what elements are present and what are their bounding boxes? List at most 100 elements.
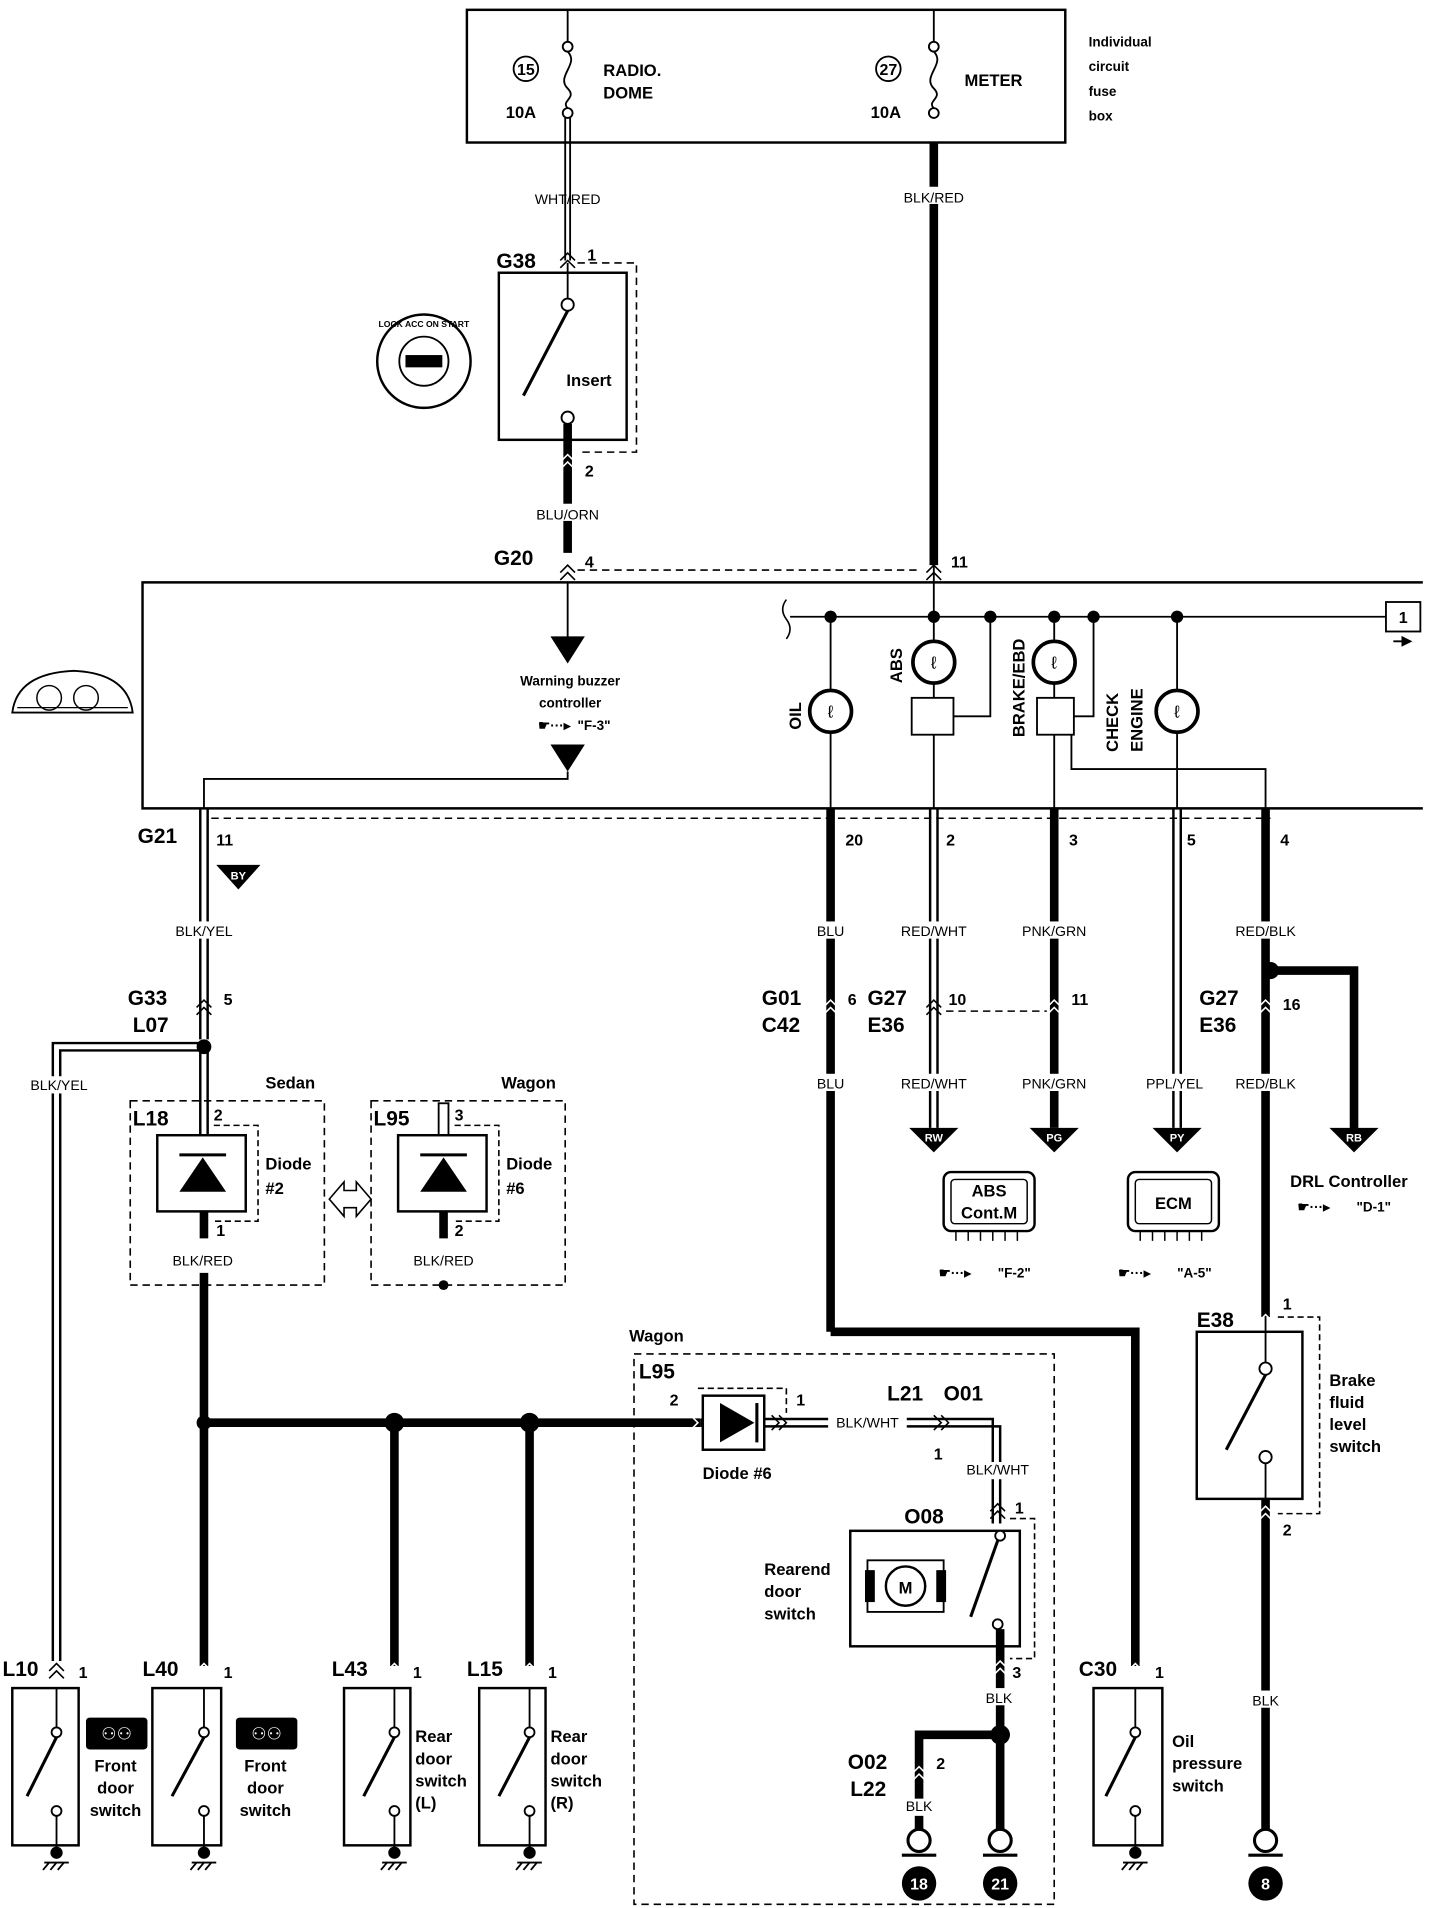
pin-l40-1: 1 <box>224 1665 233 1682</box>
pin-l95-2: 2 <box>455 1223 464 1240</box>
pin-g38-1: 1 <box>587 247 596 264</box>
fuse-box: 15 10A RADIO. DOME 27 10A METER Individu… <box>465 8 1152 144</box>
fuse-radio-rating: 10A <box>506 103 536 122</box>
fuse-radio-number: 15 <box>517 62 535 79</box>
connector-l21: L21 <box>887 1383 923 1406</box>
pin-g01-6: 6 <box>848 992 857 1009</box>
ground-8-label: 8 <box>1261 1877 1270 1894</box>
pin-g21-2: 2 <box>946 832 955 849</box>
fuse-box-label-2: circuit <box>1089 59 1130 74</box>
switch-l43: L43 1 Rear door switch (L) <box>332 1658 467 1871</box>
switch-l10: L10 1 ⚇⚇ Front door switch <box>2 1658 148 1871</box>
pin-g20-11: 11 <box>951 555 968 572</box>
switch-l40: L40 1 ⚇⚇ Front door switch <box>143 1658 298 1871</box>
pin-g21-4: 4 <box>1280 832 1289 849</box>
abs-label-1: ABS <box>972 1182 1007 1201</box>
lamp-oil-label: OIL <box>786 702 805 730</box>
wire-label-wht-red: WHT/RED <box>535 191 601 207</box>
svg-text:ℓ: ℓ <box>827 701 834 721</box>
svg-text:☛···▸: ☛···▸ <box>939 1266 973 1281</box>
svg-text:☛···▸: ☛···▸ <box>1118 1266 1152 1281</box>
l15-label-3: switch <box>550 1771 602 1790</box>
ground-21: 21 <box>982 1827 1018 1901</box>
fuse-box-label-1: Individual <box>1089 35 1152 50</box>
connector-c42: C42 <box>762 1014 800 1037</box>
buzzer-label-2: controller <box>539 696 602 711</box>
pin-g21-11: 11 <box>216 832 233 849</box>
wire-label-blk-red-l95: BLK/RED <box>413 1252 473 1268</box>
ground-18-label: 18 <box>910 1877 928 1894</box>
rearend-label-1: Rearend <box>764 1560 830 1579</box>
wire-label-ppl-yel: PPL/YEL <box>1146 1076 1203 1092</box>
pin-l95d-2: 2 <box>670 1393 679 1410</box>
wire-label-red-blk-2: RED/BLK <box>1235 1076 1296 1092</box>
rearend-label-3: switch <box>764 1604 816 1623</box>
check-engine-lamp: ℓ CHECK ENGINE <box>1103 616 1200 809</box>
pin-g27-16: 16 <box>1283 997 1301 1014</box>
wire-label-blu-2: BLU <box>817 1076 844 1092</box>
pin-g27-10: 10 <box>949 992 967 1009</box>
wagon-label-2: Wagon <box>629 1327 684 1346</box>
pin-l95-3: 3 <box>455 1107 464 1124</box>
wire-label-red-wht-2: RED/WHT <box>901 1076 967 1092</box>
abs-ref: "F-2" <box>998 1266 1031 1281</box>
front-door-icon-2: ⚇⚇ <box>235 1717 298 1750</box>
motor-icon: M <box>864 1559 947 1613</box>
connector-l43: L43 <box>332 1658 368 1681</box>
flag-py: PY <box>1170 1132 1185 1144</box>
connector-o08: O08 <box>904 1505 943 1528</box>
switch-l15: L15 1 Rear door switch (R) <box>467 1658 602 1871</box>
l43-label-2: door <box>415 1749 452 1768</box>
ground-21-label: 21 <box>991 1877 1009 1894</box>
c30-label-1: Oil <box>1172 1732 1194 1751</box>
wire-label-blk-red-l18: BLK/RED <box>173 1252 233 1268</box>
page-ref: 1 <box>1399 610 1408 627</box>
wagon-diode-l95: Wagon L95 3 Diode #6 2 BLK/RED <box>370 1074 566 1291</box>
connector-e38: E38 <box>1197 1309 1234 1332</box>
wire-label-blk-red: BLK/RED <box>904 190 964 206</box>
fuse-meter-name: METER <box>965 71 1023 90</box>
wire-label-pnk-grn: PNK/GRN <box>1022 923 1086 939</box>
pin-g21-5: 5 <box>1187 832 1196 849</box>
pin-g21-3: 3 <box>1069 832 1078 849</box>
connector-g27b: G27 <box>1199 987 1238 1010</box>
brake-fluid-label-1: Brake <box>1329 1371 1375 1390</box>
diode2-label-2: #2 <box>265 1179 283 1198</box>
buzzer-label-1: Warning buzzer <box>520 674 621 689</box>
sedan-label: Sedan <box>265 1074 315 1093</box>
ecm-ref: "A-5" <box>1177 1266 1212 1281</box>
connector-g01: G01 <box>762 987 802 1010</box>
connector-g20: G20 <box>494 547 533 570</box>
ecm-label: ECM <box>1155 1194 1192 1213</box>
lamp-check-label-1: CHECK <box>1103 693 1122 752</box>
ignition-switch: G38 1 Insert 2 LOCK ACC ON START <box>375 247 638 553</box>
pin-c30-1: 1 <box>1155 1665 1164 1682</box>
c30-label-2: pressure <box>1172 1754 1242 1773</box>
wire-wht-red <box>564 117 572 261</box>
svg-text:⚇⚇: ⚇⚇ <box>251 1724 282 1744</box>
l40-label-2: door <box>247 1779 284 1798</box>
svg-text:ℓ: ℓ <box>930 652 937 672</box>
fuse-radio-dome: 15 10A RADIO. DOME <box>506 40 661 122</box>
ignition-insert-label: Insert <box>566 371 612 390</box>
connector-l18: L18 <box>133 1107 169 1130</box>
diode6-label-2: #6 <box>506 1179 524 1198</box>
svg-text:☛···▸: ☛···▸ <box>1297 1199 1331 1214</box>
fuse-meter-rating: 10A <box>871 103 901 122</box>
svg-text:ℓ: ℓ <box>1050 652 1057 672</box>
connector-l95b: L95 <box>639 1360 675 1383</box>
l43-label-1: Rear <box>415 1727 452 1746</box>
brake-fluid-label-4: switch <box>1329 1437 1381 1456</box>
connector-g38: G38 <box>496 250 535 273</box>
pin-l15-1: 1 <box>548 1665 557 1682</box>
brake-ebd-lamp: ℓ BRAKE/EBD <box>1010 616 1267 809</box>
lamp-abs-label: ABS <box>887 648 906 683</box>
connector-l07: L07 <box>133 1014 169 1037</box>
pin-e38-1: 1 <box>1283 1297 1292 1314</box>
pin-l10-1: 1 <box>79 1665 88 1682</box>
diode6-label-1: Diode <box>506 1155 552 1174</box>
wagon-label: Wagon <box>501 1074 556 1093</box>
fuse-meter: 27 10A METER <box>871 40 1023 122</box>
svg-text:LOCK ACC ON START: LOCK ACC ON START <box>379 319 470 329</box>
